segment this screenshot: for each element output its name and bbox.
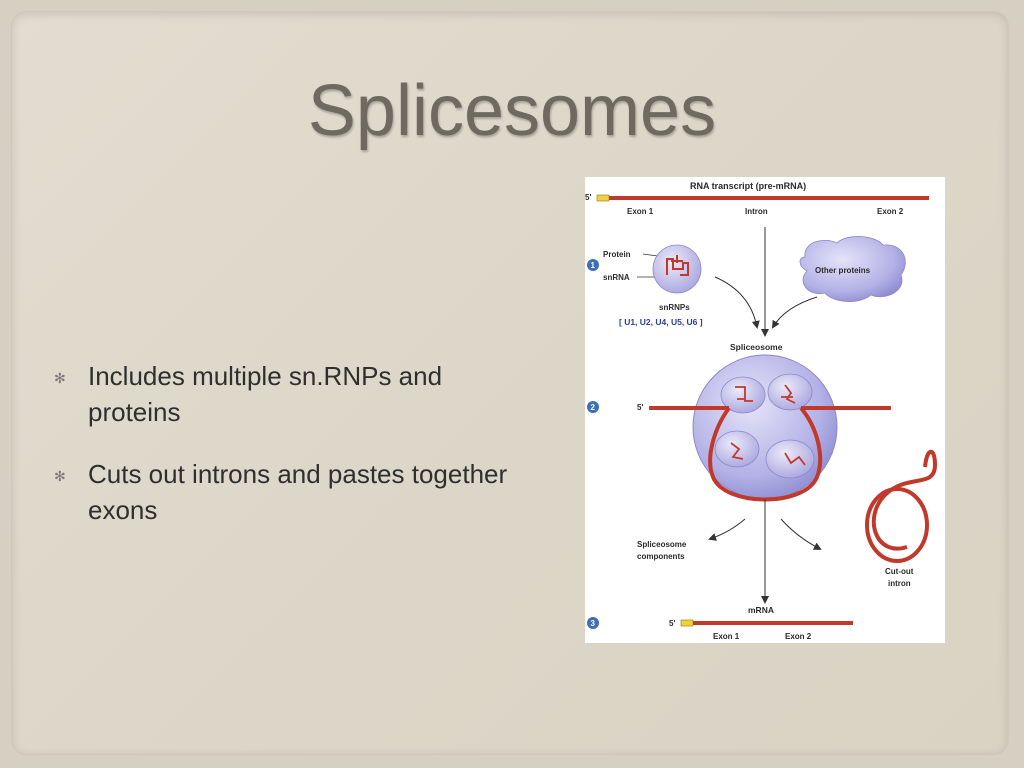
exon2-label: Exon 2 [877, 207, 904, 216]
transcript-header-label: RNA transcript (pre-mRNA) [690, 181, 806, 191]
snrnps-label: snRNPs [659, 303, 690, 312]
spliceosome-label: Spliceosome [730, 342, 783, 352]
bullet-text: Cuts out introns and pastes together exo… [88, 459, 507, 525]
bullet-item: ✻ Cuts out introns and pastes together e… [52, 456, 522, 528]
five-prime-label-step3: 5' [669, 619, 675, 628]
transcript-intron-line [609, 196, 929, 200]
exon1-bar [597, 195, 609, 201]
step2-number: 2 [591, 403, 596, 412]
step1-number: 1 [591, 261, 596, 270]
other-proteins-label: Other proteins [815, 266, 871, 275]
five-prime-label: 5' [585, 193, 591, 202]
cutout-label-1: Cut-out [885, 567, 914, 576]
spliceosome-diagram: RNA transcript (pre-mRNA) 5' Exon 1 Intr… [585, 177, 945, 643]
five-prime-label-step2: 5' [637, 403, 643, 412]
spliceosome-components-label-1: Spliceosome [637, 540, 687, 549]
cutout-label-2: intron [888, 579, 911, 588]
snrnp-list-label: [ U1, U2, U4, U5, U6 ] [619, 317, 703, 327]
slide-title: Splicesomes [0, 70, 1024, 152]
mrna-label: mRNA [748, 605, 774, 615]
mrna-exon1-label: Exon 1 [713, 632, 740, 641]
mrna-exon2-label: Exon 2 [785, 632, 812, 641]
mrna-line [693, 621, 853, 625]
step3-number: 3 [591, 619, 596, 628]
exon1-label: Exon 1 [627, 207, 654, 216]
protein-label: Protein [603, 250, 631, 259]
snrna-label: snRNA [603, 273, 630, 282]
spliceosome-components-label-2: components [637, 552, 685, 561]
bullet-star-icon: ✻ [54, 458, 66, 494]
bullet-star-icon: ✻ [54, 360, 66, 396]
bullet-item: ✻ Includes multiple sn.RNPs and proteins [52, 358, 522, 430]
bullet-list: ✻ Includes multiple sn.RNPs and proteins… [52, 358, 522, 554]
spliceosome-figure: RNA transcript (pre-mRNA) 5' Exon 1 Intr… [585, 177, 945, 643]
bullet-text: Includes multiple sn.RNPs and proteins [88, 361, 442, 427]
intron-label: Intron [745, 207, 768, 216]
